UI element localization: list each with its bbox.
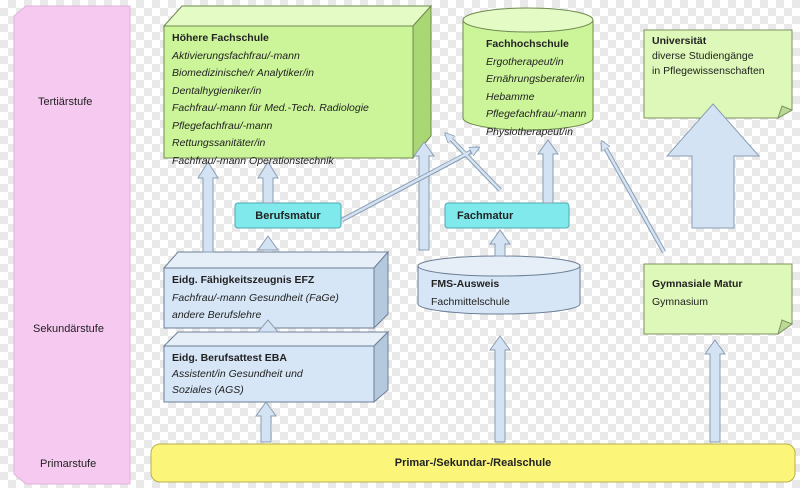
fachmatur-button[interactable]: Fachmatur <box>457 209 514 222</box>
list-item: Fachfrau/-mann Gesundheit (FaGe) <box>172 291 339 304</box>
fms-subtitle: Fachmittelschule <box>431 295 510 308</box>
primar-label: Primar-/Sekundar-/Realschule <box>394 457 552 469</box>
universitaet-line: in Pflegewissenschaften <box>652 65 765 77</box>
level-bar <box>13 5 131 485</box>
university-arrow <box>665 103 761 229</box>
level-label-primary: Primarstufe <box>40 458 97 470</box>
hoehere-fachschule-text: Höhere Fachschule Aktivierungsfachfrau/-… <box>172 30 412 170</box>
list-item: Hebamme <box>486 90 535 103</box>
eba-title: Eidg. Berufsattest EBA <box>172 352 287 364</box>
berufsmatur-button[interactable]: Berufsmatur <box>255 209 321 222</box>
list-item: Dentalhygieniker/in <box>172 84 262 97</box>
eba-box <box>162 330 390 404</box>
list-item: Fachfrau/-mann für Med.-Tech. Radiologie <box>172 102 369 114</box>
list-item: andere Berufslehre <box>172 309 262 321</box>
list-item: Physiotherapeut/in <box>486 125 573 138</box>
gymnasium-subtitle: Gymnasium <box>652 295 709 308</box>
fachmatur-shape <box>444 202 570 229</box>
list-item: Pflegefachfrau/-mann <box>172 119 273 132</box>
universitaet-text: Universität diverse Studiengänge in Pfle… <box>652 34 792 79</box>
fachhochschule-title: Fachhochschule <box>486 38 569 50</box>
level-label-tertiary: Tertiärstufe <box>38 96 93 108</box>
hoehere-fachschule-title: Höhere Fachschule <box>172 32 269 44</box>
list-item: Ergotherapeut/in <box>486 55 564 68</box>
berufsmatur-shape <box>234 202 342 229</box>
list-item: Aktivierungsfachfrau/-mann <box>172 49 300 62</box>
efz-text: Eidg. Fähigkeitszeugnis EFZ Fachfrau/-ma… <box>172 272 372 325</box>
eba-text: Eidg. Berufsattest EBA Assistent/in Gesu… <box>172 350 372 398</box>
hoehere-fachschule-box <box>162 4 433 160</box>
fachhochschule-cylinder <box>462 7 594 131</box>
list-item: Fachfrau/-mann Operationstechnik <box>172 154 334 167</box>
list-item: Assistent/in Gesundheit und <box>172 368 303 380</box>
gymnasium-text: Gymnasiale Matur Gymnasium <box>652 276 792 311</box>
vertical-arrows <box>197 139 726 443</box>
fms-cylinder <box>417 255 581 315</box>
fms-text: FMS-Ausweis Fachmittelschule <box>431 276 571 311</box>
list-item: Soziales (AGS) <box>172 384 244 396</box>
list-item: Biomedizinische/r Analytiker/in <box>172 67 315 79</box>
universitaet-box <box>643 29 794 120</box>
list-item: Ernährungsberater/in <box>486 73 585 85</box>
efz-box <box>162 250 390 330</box>
level-label-secondary: Sekundärstufe <box>33 323 104 335</box>
universitaet-line: diverse Studiengänge <box>652 50 754 62</box>
list-item: Rettungssanitäter/in <box>172 137 266 149</box>
primar-shape <box>150 443 796 483</box>
efz-title: Eidg. Fähigkeitszeugnis EFZ <box>172 274 315 286</box>
list-item: Pflegefachfrau/-mann <box>486 108 587 120</box>
fms-title: FMS-Ausweis <box>431 278 500 290</box>
gymnasium-title: Gymnasiale Matur <box>652 278 743 290</box>
fachhochschule-text: Fachhochschule Ergotherapeut/in Ernährun… <box>486 36 596 141</box>
universitaet-title: Universität <box>652 35 707 47</box>
gymnasium-box <box>643 263 794 336</box>
